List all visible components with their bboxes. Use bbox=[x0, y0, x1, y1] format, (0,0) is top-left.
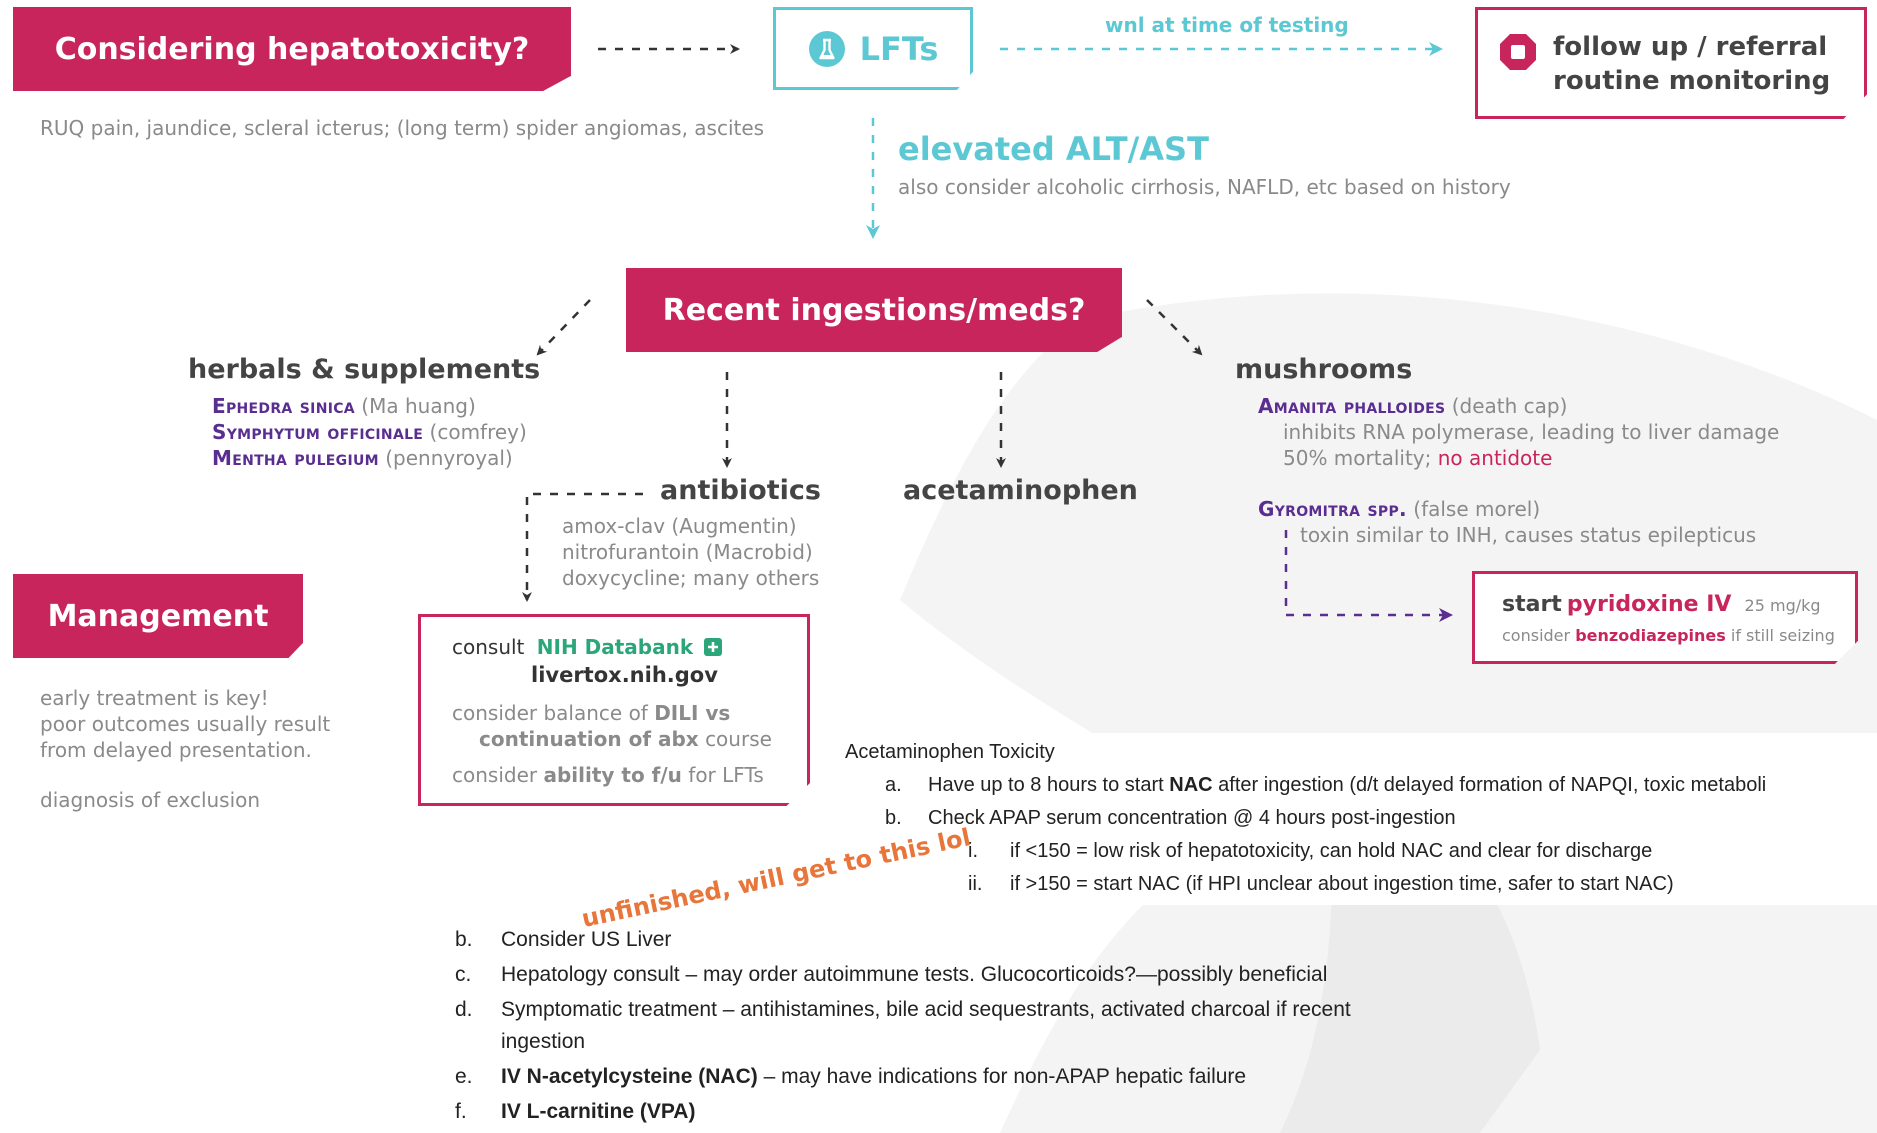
apap-item-b-marker: b. bbox=[885, 807, 902, 829]
test-tube-icon bbox=[808, 30, 845, 67]
elevated-label: elevated ALT/AST bbox=[898, 130, 1209, 168]
antibiotics-list: amox-clav (Augmentin) nitrofurantoin (Ma… bbox=[562, 513, 819, 591]
mgmt-marker: f. bbox=[455, 1100, 467, 1123]
stop-icon bbox=[1500, 34, 1536, 70]
management-note: poor outcomes usually result bbox=[40, 712, 331, 736]
antibiotic-item: nitrofurantoin (Macrobid) bbox=[562, 540, 813, 564]
management-notes: early treatment is key! poor outcomes us… bbox=[40, 685, 330, 813]
balance-course: course bbox=[705, 727, 772, 751]
consult-box: consult NIH Databank livertox.nih.gov co… bbox=[418, 614, 810, 806]
mgmt-marker: b. bbox=[455, 928, 473, 951]
antibiotic-item: doxycycline; many others bbox=[562, 566, 820, 590]
amanita-latin: Amanita phalloides bbox=[1258, 394, 1446, 418]
apap-title: Acetaminophen Toxicity bbox=[845, 741, 1055, 763]
management-note: early treatment is key! bbox=[40, 686, 269, 710]
gyromitra-common: (false morel) bbox=[1413, 497, 1541, 521]
herbal-common: (pennyroyal) bbox=[385, 446, 513, 470]
mgmt-item: Consider US Liver bbox=[501, 928, 672, 951]
mgmt-marker: c. bbox=[455, 963, 472, 986]
herbal-latin: Symphytum officinale bbox=[212, 420, 424, 444]
gyromitra-effect: toxin similar to INH, causes status epil… bbox=[1300, 523, 1757, 547]
antibiotics-heading: antibiotics bbox=[660, 475, 821, 506]
lfts-label: LFTs bbox=[859, 29, 939, 68]
amanita-no-antidote: no antidote bbox=[1437, 446, 1553, 470]
ingestions-title: Recent ingestions/meds? bbox=[662, 292, 1086, 328]
hepatotoxicity-title: Considering hepatotoxicity? bbox=[54, 31, 530, 67]
elevated-note: also consider alcoholic cirrhosis, NAFLD… bbox=[898, 175, 1511, 199]
pyridoxine-box: start pyridoxine IV 25 mg/kg consider be… bbox=[1472, 571, 1858, 664]
apap-item-a-marker: a. bbox=[885, 774, 902, 796]
ingestions-banner: Recent ingestions/meds? bbox=[626, 268, 1122, 352]
amanita-block: Amanita phalloides (death cap) inhibits … bbox=[1258, 393, 1779, 471]
herbal-common: (comfrey) bbox=[429, 420, 527, 444]
fu-post: for LFTs bbox=[688, 763, 764, 787]
herbal-item: Ephedra sinica (Ma huang) bbox=[212, 393, 527, 419]
management-banner: Management bbox=[13, 574, 303, 658]
benzo-label: benzodiazepines bbox=[1575, 626, 1726, 645]
balance-dili: DILI vs bbox=[654, 701, 731, 725]
herbals-list: Ephedra sinica (Ma huang) Symphytum offi… bbox=[212, 393, 527, 471]
followup-box: follow up / referral routine monitoring bbox=[1475, 7, 1867, 119]
followup-line1: follow up / referral bbox=[1553, 32, 1828, 62]
mgmt-marker: d. bbox=[455, 998, 473, 1021]
amanita-common: (death cap) bbox=[1451, 394, 1568, 418]
amanita-mechanism: inhibits RNA polymerase, leading to live… bbox=[1283, 420, 1780, 444]
balance-pre: consider balance of bbox=[452, 701, 648, 725]
apap-item-i-marker: i. bbox=[968, 840, 978, 862]
management-title: Management bbox=[47, 598, 269, 634]
balance-abx: continuation of abx bbox=[479, 727, 699, 751]
lfts-box: LFTs bbox=[773, 7, 973, 90]
herbal-item: Mentha pulegium (pennyroyal) bbox=[212, 445, 527, 471]
hepatotoxicity-banner: Considering hepatotoxicity? bbox=[13, 7, 571, 91]
mushrooms-heading: mushrooms bbox=[1235, 354, 1413, 385]
arrow-gyromitra-to-pyridoxine bbox=[1284, 530, 1453, 622]
apap-a-post: after ingestion (d/t delayed formation o… bbox=[1218, 774, 1767, 796]
consider-label: consider bbox=[1502, 626, 1571, 645]
apap-item-i: if <150 = low risk of hepatotoxicity, ca… bbox=[1010, 840, 1653, 862]
apap-toxicity-excerpt: Acetaminophen Toxicity a. Have up to 8 h… bbox=[840, 733, 1877, 905]
herbal-common: (Ma huang) bbox=[361, 394, 476, 418]
herbal-latin: Ephedra sinica bbox=[212, 394, 355, 418]
acetaminophen-heading: acetaminophen bbox=[903, 475, 1138, 506]
arrow-to-mushrooms bbox=[1146, 299, 1203, 356]
apap-item-ii-marker: ii. bbox=[968, 873, 983, 895]
apap-item-ii: if >150 = start NAC (if HPI unclear abou… bbox=[1010, 873, 1674, 895]
pyridoxine-start: start bbox=[1502, 592, 1562, 617]
plus-icon bbox=[703, 638, 722, 656]
followup-line2: routine monitoring bbox=[1553, 66, 1831, 96]
gyromitra-latin: Gyromitra spp. bbox=[1258, 497, 1407, 521]
hepatotoxicity-signs: RUQ pain, jaundice, scleral icterus; (lo… bbox=[40, 116, 765, 140]
wnl-label: wnl at time of testing bbox=[1105, 13, 1349, 37]
apap-item-a: Have up to 8 hours to start NAC after in… bbox=[928, 774, 1766, 797]
fu-ability: ability to f/u bbox=[543, 763, 682, 787]
consult-label: consult bbox=[452, 635, 525, 659]
amanita-mortality: 50% mortality; bbox=[1283, 446, 1432, 470]
herbals-heading: herbals & supplements bbox=[188, 354, 541, 385]
arrow-to-herbals bbox=[536, 299, 591, 356]
livertox-url[interactable]: livertox.nih.gov bbox=[531, 663, 718, 687]
herbal-item: Symphytum officinale (comfrey) bbox=[212, 419, 527, 445]
pyridoxine-dose: 25 mg/kg bbox=[1744, 596, 1821, 615]
fu-pre: consider bbox=[452, 763, 538, 787]
arrow-antibiotics-to-consult bbox=[522, 492, 643, 602]
mgmt-item: ingestion bbox=[501, 1030, 586, 1053]
mgmt-item: Hepatology consult – may order autoimmun… bbox=[501, 963, 1328, 986]
diagnosis-of-exclusion: diagnosis of exclusion bbox=[40, 788, 261, 812]
herbal-latin: Mentha pulegium bbox=[212, 446, 379, 470]
apap-item-b: Check APAP serum concentration @ 4 hours… bbox=[928, 807, 1456, 829]
antibiotic-item: amox-clav (Augmentin) bbox=[562, 514, 797, 538]
apap-a-pre: Have up to 8 hours to start bbox=[928, 774, 1164, 796]
mgmt-item: Symptomatic treatment – antihistamines, … bbox=[501, 998, 1351, 1021]
mgmt-item: IV L-carnitine (VPA) bbox=[501, 1100, 696, 1123]
apap-a-bold: NAC bbox=[1169, 774, 1213, 796]
pyridoxine-drug: pyridoxine IV bbox=[1566, 592, 1732, 617]
management-note: from delayed presentation. bbox=[40, 738, 312, 762]
mgmt-item: IV N-acetylcysteine (NAC) – may have ind… bbox=[501, 1065, 1247, 1088]
nih-databank-link[interactable]: NIH Databank bbox=[536, 635, 694, 659]
mgmt-marker: e. bbox=[455, 1065, 473, 1088]
seizing-label: if still seizing bbox=[1730, 626, 1835, 645]
gyromitra-block: Gyromitra spp. (false morel) toxin simil… bbox=[1258, 496, 1756, 548]
